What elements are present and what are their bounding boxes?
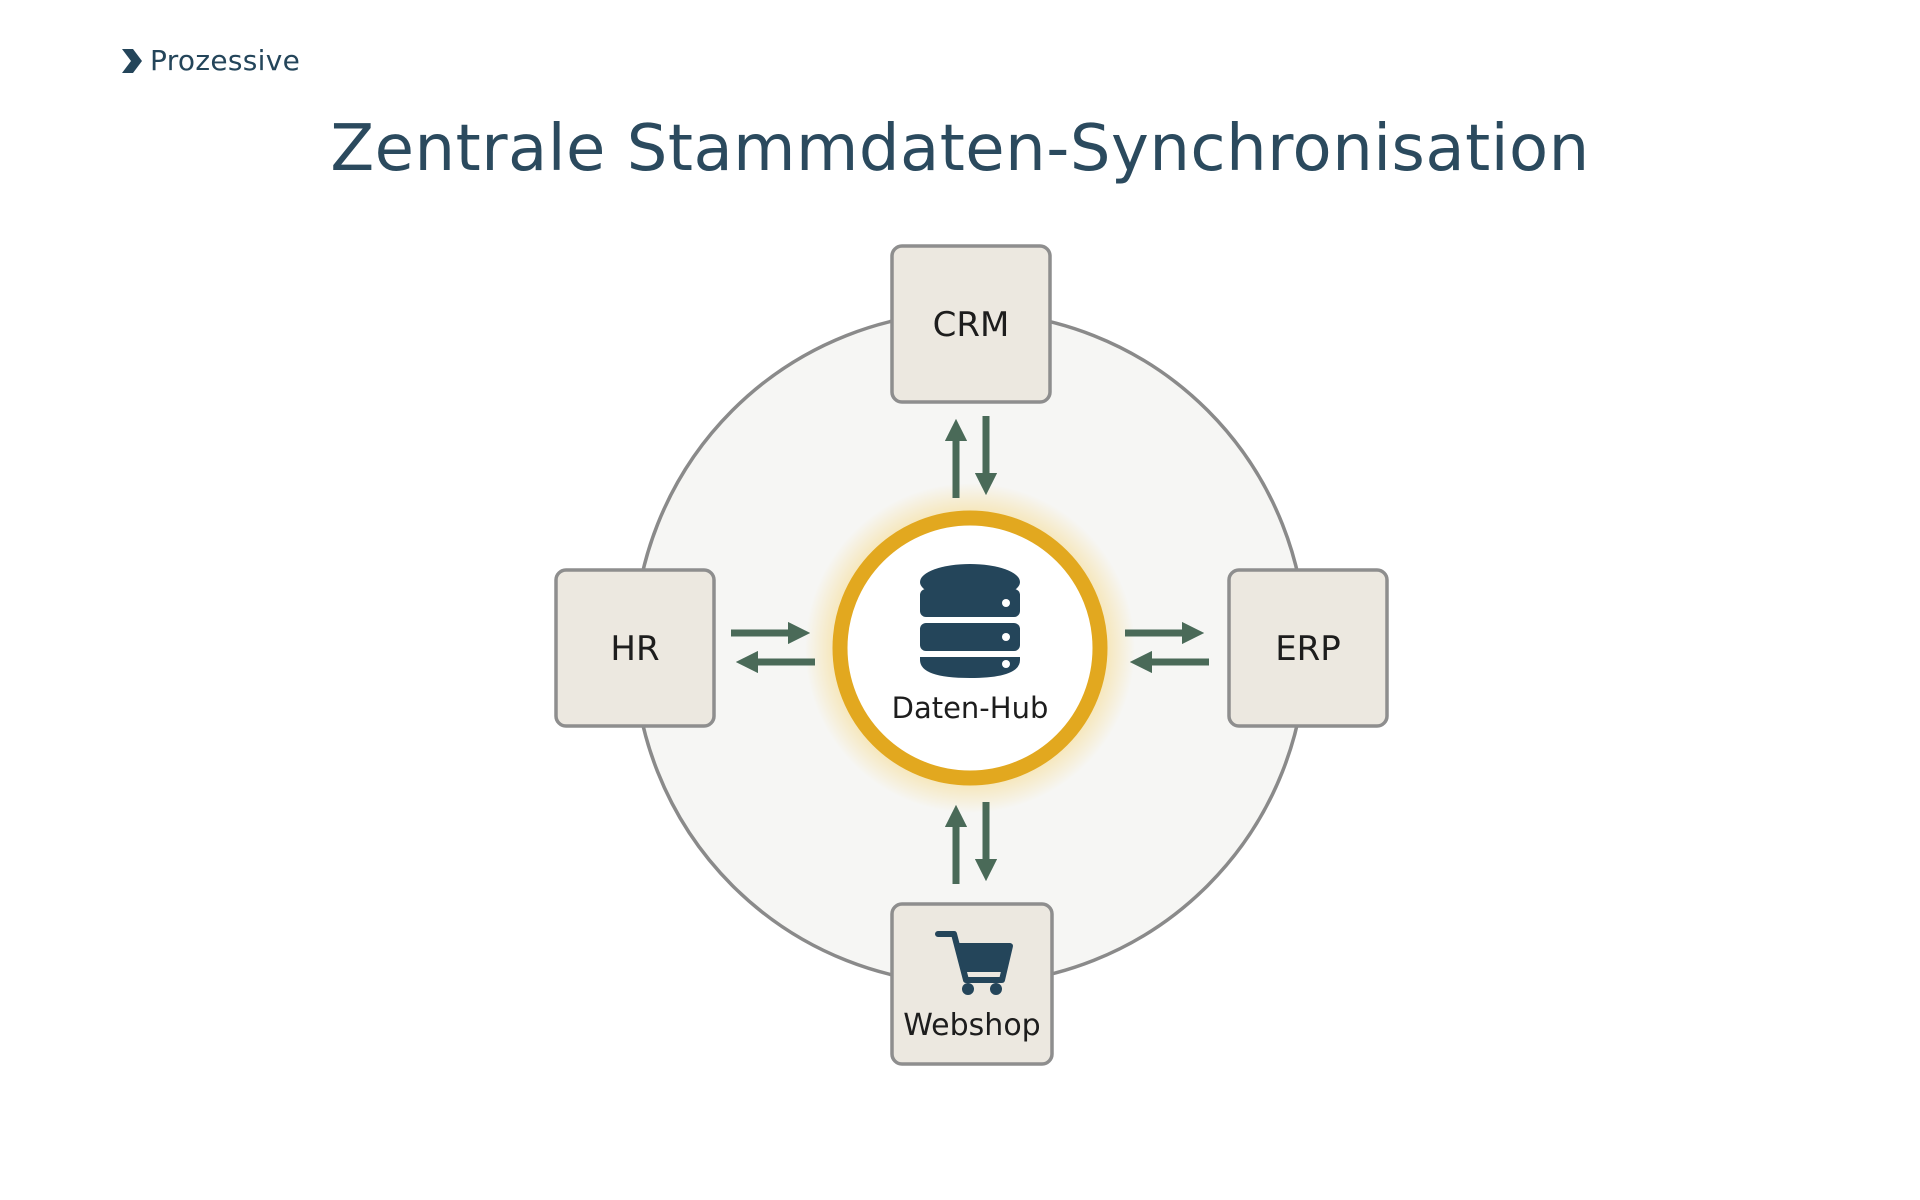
arrows-bottom (944, 802, 998, 884)
arrows-top (944, 416, 998, 498)
chevron-right-icon (120, 47, 144, 75)
page-title: Zentrale Stammdaten-Synchronisation (330, 112, 1590, 186)
node-webshop-label: Webshop (903, 1008, 1040, 1043)
shopping-cart-icon (935, 931, 1013, 995)
node-hr: HR (554, 568, 716, 728)
brand-logo: Prozessive (120, 44, 300, 77)
database-icon (920, 564, 1020, 678)
arrows-right (1125, 621, 1209, 674)
node-erp: ERP (1227, 568, 1389, 728)
arrows-left (731, 621, 815, 674)
data-hub: Daten-Hub (832, 510, 1108, 786)
node-crm-label: CRM (933, 305, 1010, 345)
node-webshop: Webshop (890, 902, 1054, 1066)
node-hr-label: HR (610, 629, 659, 669)
hub-label: Daten-Hub (892, 691, 1049, 725)
node-erp-label: ERP (1275, 629, 1341, 669)
node-crm: CRM (890, 244, 1052, 404)
brand-name: Prozessive (150, 44, 301, 77)
